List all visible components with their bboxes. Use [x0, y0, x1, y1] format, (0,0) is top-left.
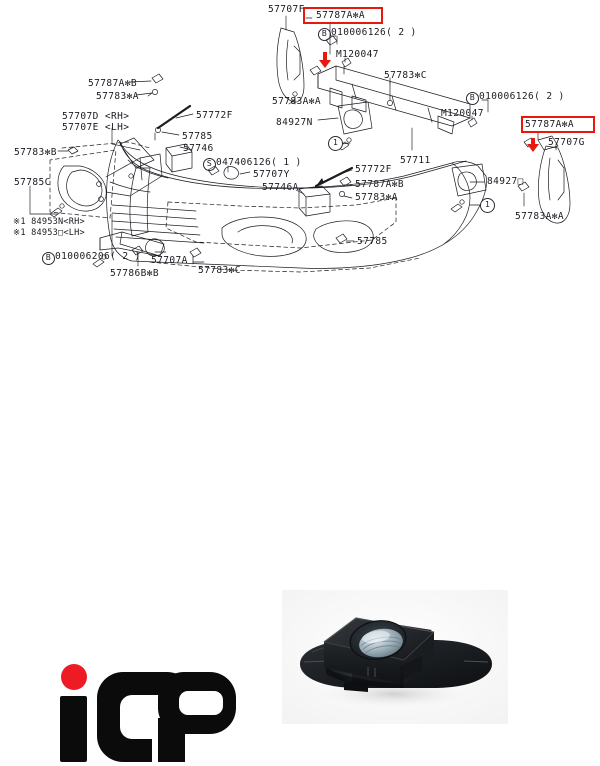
- part-label-84953D-lh: ※1 84953□<LH>: [13, 228, 85, 238]
- part-label-57787A-B-left: 57787A✻B: [88, 78, 137, 89]
- part-label-M120047-right: M120047: [441, 108, 484, 119]
- part-label-text: 010006126( 2 ): [331, 27, 417, 38]
- part-label-57707G: 57707G: [548, 137, 585, 148]
- part-label-57785-right: 57785: [357, 236, 388, 247]
- circle-b-glyph: B: [318, 28, 331, 41]
- part-label-84953N-rh: ※1 84953N<RH>: [13, 217, 85, 227]
- part-label-57785-left: 57785: [182, 131, 213, 142]
- part-label-57786B-B: 57786B✻B: [110, 268, 159, 279]
- highlight-box-right: [521, 116, 595, 133]
- icp-logo: [40, 658, 240, 766]
- part-label-text: 047406126( 1 ): [216, 157, 302, 168]
- circle-s-glyph: S: [203, 158, 216, 171]
- part-label-57783A-A-center: 57783A✻A: [272, 96, 321, 107]
- part-label-57787A-B-right: 57787A✻B: [355, 179, 404, 190]
- part-label-57707F: 57707F: [268, 4, 305, 15]
- diagram-linework: [29, 15, 571, 273]
- part-label-57783A-right: 57783✻A: [355, 192, 398, 203]
- part-label-57783A-A-right: 57783A✻A: [515, 211, 564, 222]
- part-label-57746A: 57746A: [262, 182, 299, 193]
- product-photo-band: [0, 290, 600, 762]
- part-label-57707Y: 57707Y: [253, 169, 290, 180]
- product-photo-clip-nut: [282, 590, 508, 724]
- part-label-84927D: 84927□: [487, 176, 524, 187]
- circle-b-glyph: B: [42, 252, 55, 265]
- logo-letter-p-counter: [179, 691, 223, 715]
- callout-number-1-right: 1: [480, 198, 495, 213]
- part-label-57783C-center: 57783✻C: [384, 70, 427, 81]
- part-label-57783A-left: 57783✻A: [96, 91, 139, 102]
- part-label-57787A-A-center: 57787A✻A: [316, 10, 365, 21]
- part-label-57787A-A-right: 57787A✻A: [525, 119, 574, 130]
- logo-dot-icon: [61, 664, 87, 690]
- part-label-84927N: 84927N: [276, 117, 313, 128]
- part-label-57785C: 57785C: [14, 177, 51, 188]
- part-label-57772F-right: 57772F: [355, 164, 392, 175]
- part-label-57707A: 57707A: [151, 255, 188, 266]
- part-label-57711: 57711: [400, 155, 431, 166]
- part-label-57707D-rh: 57707D <RH>: [62, 111, 130, 122]
- part-label-57783C-bottom: 57783✻C: [198, 265, 241, 276]
- logo-letter-i: [60, 696, 87, 762]
- logo-letter-p-stem: [158, 718, 185, 762]
- circle-b-glyph: B: [466, 92, 479, 105]
- part-label-57746: 57746: [183, 143, 214, 154]
- clip-nut-illustration: [282, 590, 508, 724]
- callout-number-1-left: 1: [328, 136, 343, 151]
- part-label-57707E-lh: 57707E <LH>: [62, 122, 130, 133]
- highlight-box-center: [303, 7, 383, 24]
- part-label-text: 010006126( 2 ): [479, 91, 565, 102]
- part-label-M120047-center: M120047: [336, 49, 379, 60]
- part-label-57772F-left: 57772F: [196, 110, 233, 121]
- part-label-57783B-left: 57783✻B: [14, 147, 57, 158]
- part-label-text: 010006206( 2 ): [55, 251, 141, 262]
- highlight-arrows: [319, 52, 539, 152]
